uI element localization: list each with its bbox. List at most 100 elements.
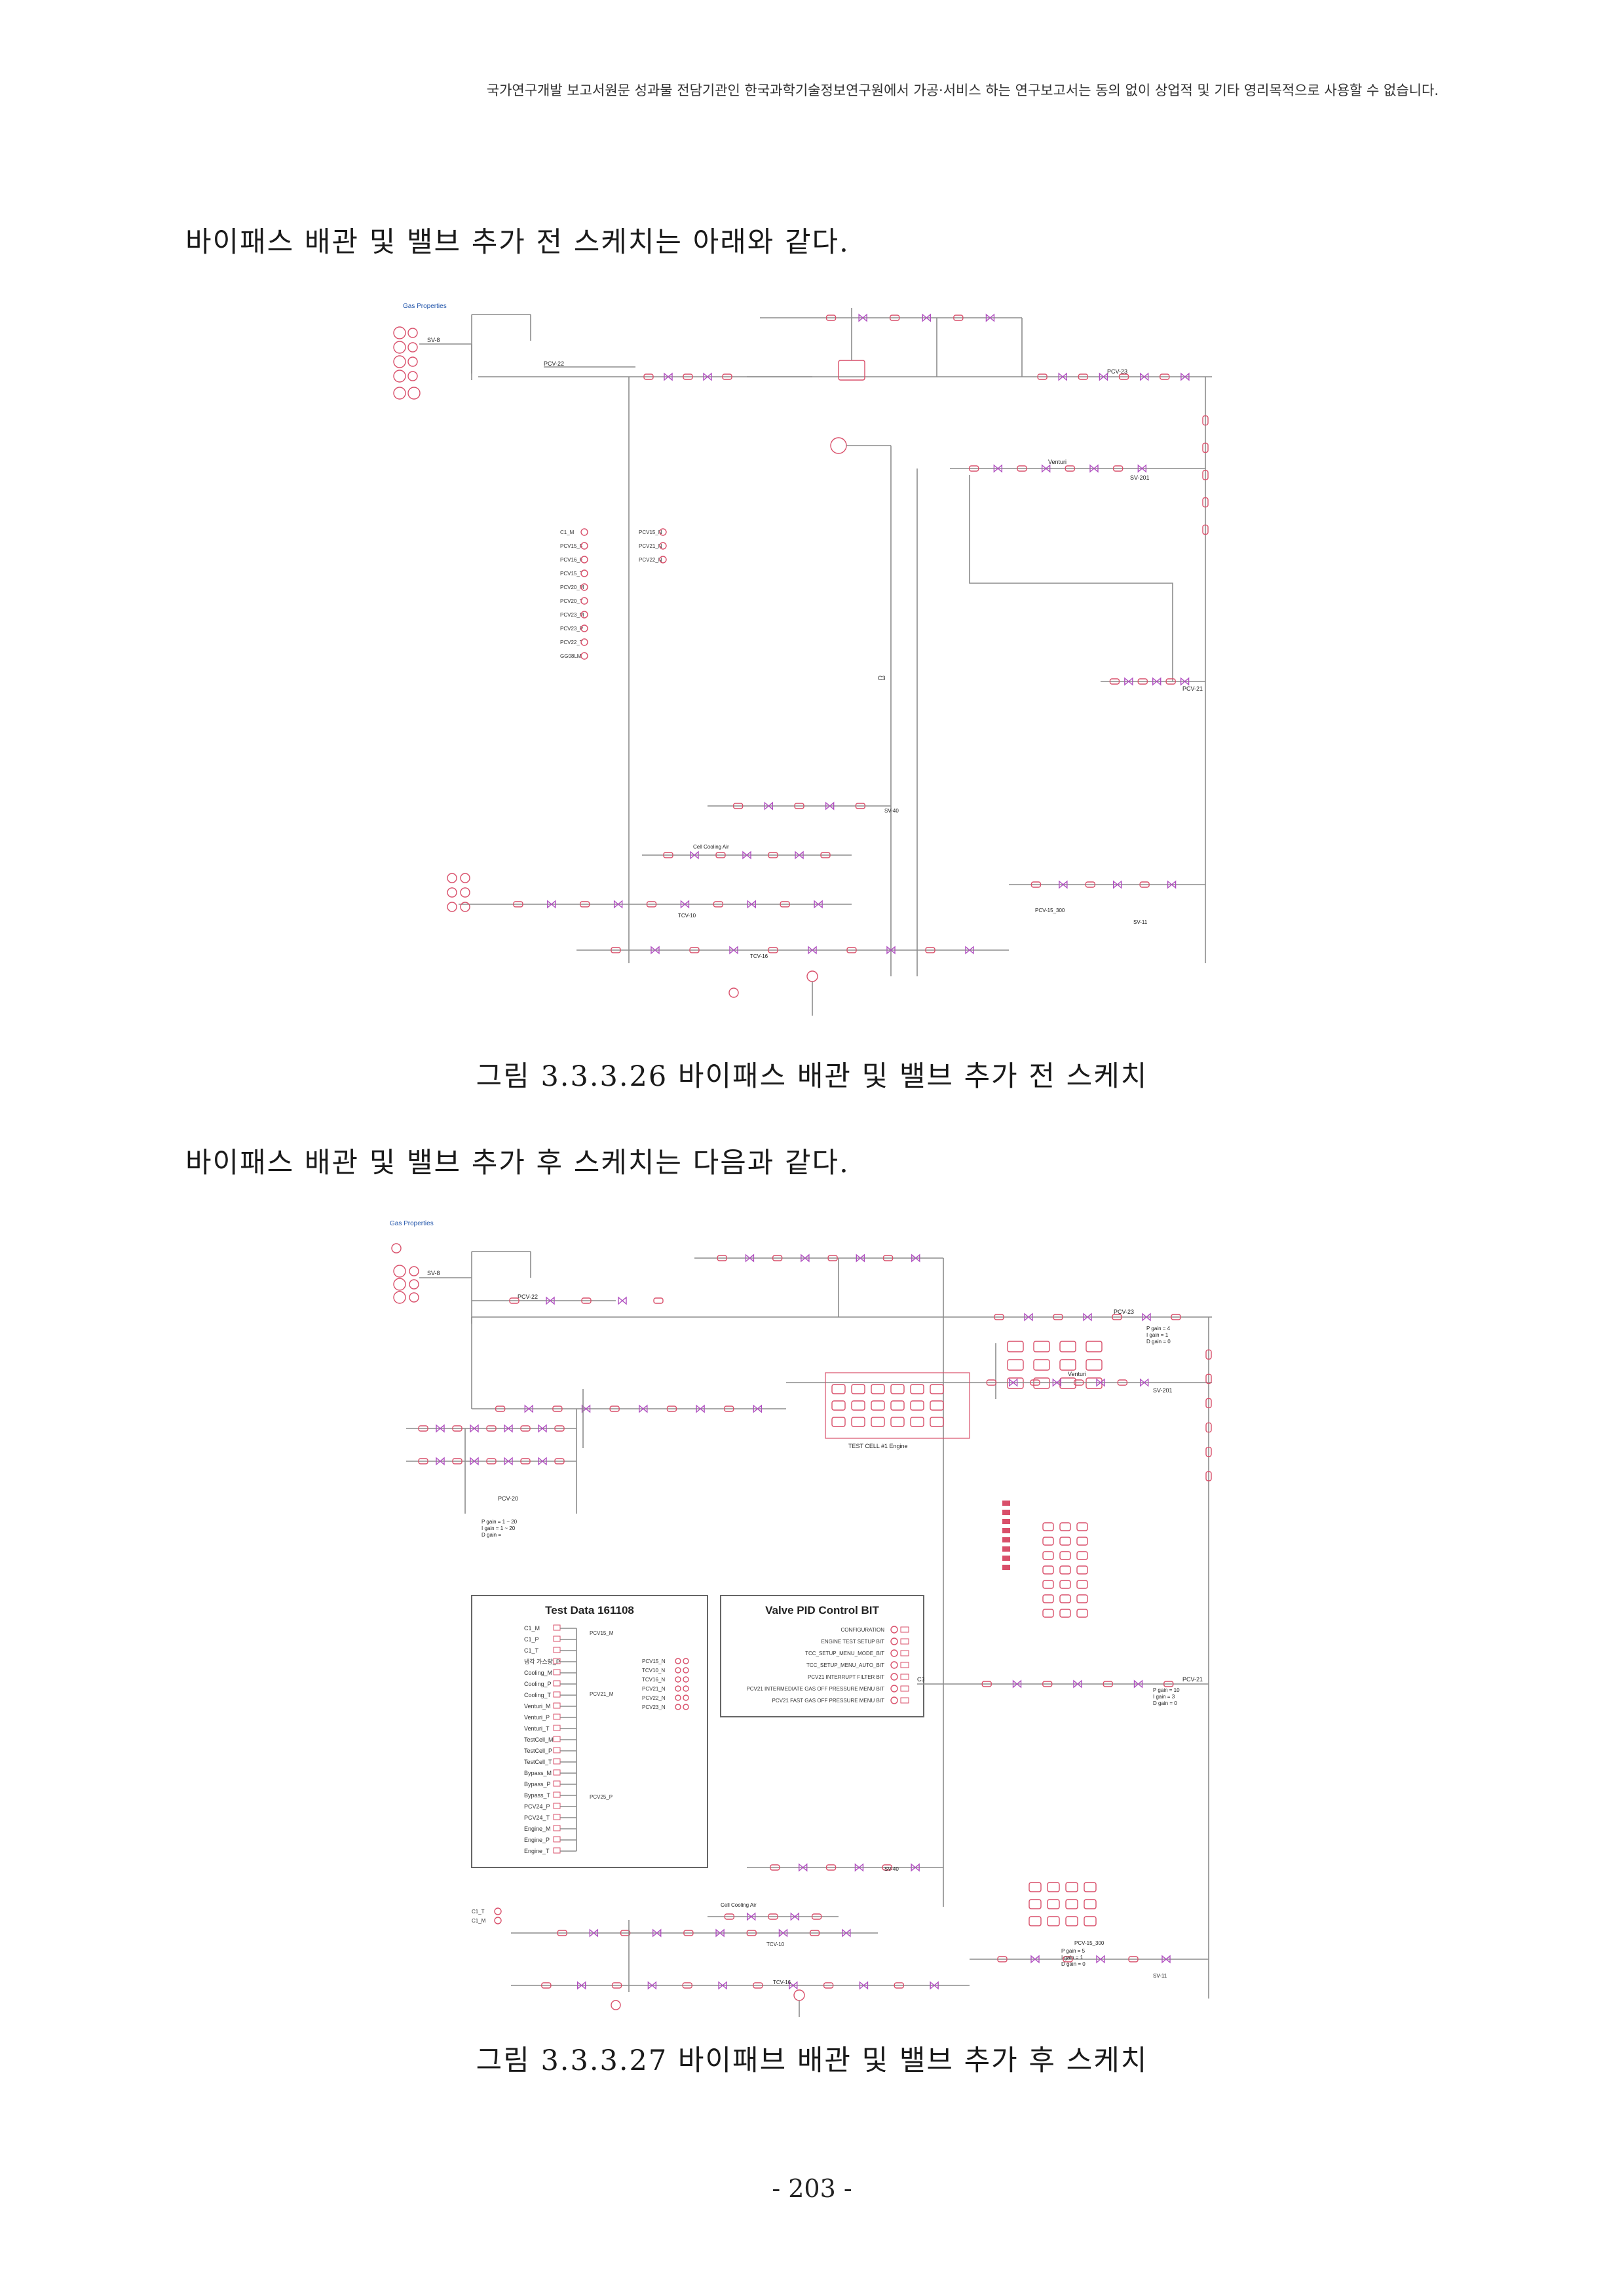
component-icon [831, 1400, 846, 1411]
valve-icon [652, 1928, 662, 1938]
component-icon [663, 852, 673, 858]
valve-icon [696, 1404, 705, 1413]
component-icon [557, 1930, 567, 1936]
label-tcv10: TCV-10 [766, 1942, 785, 1947]
component-icon [925, 947, 935, 953]
test-data-port [553, 1713, 561, 1720]
valve-icon [753, 1404, 763, 1413]
port-icon [409, 1266, 419, 1276]
component-icon [580, 901, 590, 908]
port-icon [580, 638, 588, 646]
component-icon [981, 1681, 992, 1687]
label-pcv23: PCV-23 [1107, 368, 1127, 375]
pid-pcv15-label: P gain = 5 [1061, 1948, 1086, 1954]
component-icon [1059, 1551, 1071, 1560]
component-icon [1202, 442, 1209, 453]
component-icon [1076, 1537, 1088, 1546]
component-icon [1065, 1916, 1078, 1926]
component-icon [1073, 1379, 1084, 1386]
test-data-port [553, 1769, 561, 1776]
component-icon [1202, 497, 1209, 508]
test-data-box: Test Data 161108 C1_MC1_PC1_T냉각 가스량_PCoo… [471, 1595, 708, 1868]
pid-pcv21-label: I gain = 3 [1153, 1694, 1175, 1700]
valve-icon [613, 900, 623, 909]
port-icon [675, 1694, 681, 1701]
component-icon [1042, 1580, 1054, 1589]
port-icon [675, 1667, 681, 1674]
component-icon [683, 1930, 694, 1936]
valve-pid-title: Valve PID Control BIT [765, 1604, 879, 1617]
port-icon [393, 341, 406, 354]
port-icon [393, 1278, 406, 1291]
io-bottom-label: C1_T [472, 1909, 485, 1915]
valve-icon [436, 1457, 445, 1466]
test-data-row: Venturi_P [524, 1714, 550, 1721]
valve-icon [1052, 1378, 1062, 1387]
component-icon [910, 1400, 924, 1411]
valve-icon [1059, 880, 1068, 889]
component-icon [1202, 415, 1209, 426]
valve-icon [690, 851, 699, 860]
valve-icon [1012, 1679, 1022, 1689]
component-icon [1112, 1314, 1122, 1320]
port-icon [580, 611, 588, 619]
valve-icon [930, 1981, 939, 1990]
port-icon [393, 355, 406, 368]
valve-icon [680, 900, 690, 909]
test-data-row: TestCell_M [524, 1736, 554, 1743]
component-icon [1030, 1379, 1040, 1386]
component-icon [986, 1379, 997, 1386]
component-icon [1059, 1537, 1071, 1546]
io-block [1002, 1528, 1010, 1533]
component-icon [1165, 678, 1176, 685]
test-data-row: Bypass_T [524, 1792, 551, 1799]
valve-icon [789, 1981, 798, 1990]
component-icon [1059, 1377, 1076, 1389]
valve-icon [965, 946, 974, 955]
valve-icon [538, 1424, 547, 1433]
label-pcv21: PCV-21 [1182, 1676, 1203, 1683]
valve-icon [729, 946, 738, 955]
valve-icon [1139, 1378, 1149, 1387]
valve-icon [589, 1928, 599, 1938]
component-icon [1117, 1379, 1128, 1386]
port-icon [393, 1265, 406, 1278]
component-icon [768, 1913, 778, 1920]
valve-icon [790, 1912, 800, 1921]
valve-icon [524, 1404, 533, 1413]
component-icon [1076, 1594, 1088, 1603]
component-icon [794, 803, 804, 809]
port-icon [890, 1696, 898, 1704]
component-icon [968, 465, 979, 472]
valve-icon [1096, 1955, 1105, 1964]
io-bottom-label: C1_M [472, 1918, 486, 1924]
valve-icon [651, 946, 660, 955]
valve-icon [1041, 464, 1051, 473]
component-icon [609, 1406, 620, 1412]
component-icon [495, 1406, 506, 1412]
component-icon [611, 1982, 622, 1989]
component-icon [541, 1982, 552, 1989]
valve-icon [825, 801, 835, 811]
port-icon [580, 542, 588, 550]
test-data-row: Cooling_P [524, 1681, 552, 1687]
valve-icon [647, 1981, 657, 1990]
io-right-label: PCV15_N [639, 529, 662, 535]
test-data-row: Engine_T [524, 1848, 550, 1854]
test-data-tag: TCV10_N [642, 1668, 665, 1674]
label-pcv23: PCV-23 [1114, 1309, 1134, 1315]
figure2-caption: 그림 3.3.3.27 바이패브 배관 및 밸브 추가 후 스케치 [476, 2044, 1148, 2077]
component-icon [1053, 1314, 1063, 1320]
component-icon [994, 1314, 1004, 1320]
valve-pid-port [900, 1674, 909, 1680]
pid-pcv23-label: P gain = 4 [1146, 1326, 1171, 1331]
component-icon [724, 1406, 734, 1412]
valve-icon [1124, 677, 1133, 686]
valve-pid-port [900, 1685, 909, 1692]
component-icon [715, 852, 726, 858]
valve-icon [1161, 1955, 1171, 1964]
component-icon [1065, 465, 1076, 472]
valve-icon [795, 851, 804, 860]
component-icon [418, 1458, 428, 1464]
